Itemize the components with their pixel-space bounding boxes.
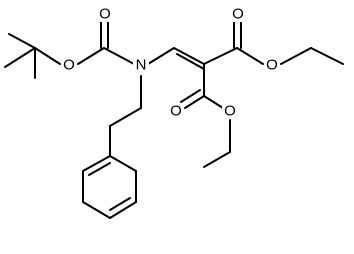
boc-carbamate-group (77, 21, 135, 65)
o-carbonyl-boc-background (97, 6, 113, 22)
o-ether-top-ester-background (264, 57, 280, 73)
bond-ethyl-c1-c2 (109, 107, 142, 127)
bottom-ester-group (180, 63, 231, 168)
o-carbonyl-top-ester-label: O (232, 6, 244, 23)
o-carbonyl-bottom-ester-background (168, 103, 184, 119)
ring-bond-4 (82, 201, 111, 219)
bond-carbonyl-c-to-n (103, 47, 135, 65)
bond-o-to-carbonyl-c (77, 47, 105, 65)
bond-top-ethyl (310, 47, 344, 65)
bond-top-o-to-ethyl (280, 47, 312, 65)
bond-bottom-carbonyl-to-o (203, 95, 224, 109)
bond-bottom-carbonyl-o-double-1 (184, 95, 205, 109)
o-carbonyl-top-ester-background (230, 6, 246, 22)
o-ether-bottom-ester-label: O (224, 103, 236, 120)
ring-bond-6-inner (88, 162, 111, 176)
atom-labels: O O N O O O O (61, 6, 280, 120)
bond-vinyl-c-c-double-1 (173, 47, 205, 65)
o-carbonyl-bottom-ester-label: O (170, 103, 182, 120)
ring-bond-1 (109, 155, 137, 172)
ring-bond-3 (109, 201, 137, 219)
bond-bottom-carbonyl-o-double-2 (180, 89, 201, 103)
bond-tbu-methyl-top (8, 33, 36, 49)
o-carbonyl-boc-label: O (99, 6, 111, 23)
n-amine-background (133, 57, 149, 74)
ring-bond-6 (82, 155, 111, 172)
cyclohexadiene-ring (82, 155, 137, 219)
bond-top-carbonyl-to-o (236, 47, 264, 65)
o-ether-top-ester-label: O (266, 57, 278, 74)
bond-tbu-methyl-left (4, 47, 36, 68)
bond-bottom-ethyl (203, 151, 231, 168)
bond-tbu-to-o (34, 47, 61, 65)
o-ether-bottom-ester-background (222, 103, 238, 119)
o-ether-boc-background (61, 57, 77, 73)
ring-bond-3-inner (109, 197, 131, 211)
amine-substituents (109, 47, 175, 157)
bond-n-to-vinyl-c (147, 47, 175, 65)
alkene-group (173, 47, 205, 70)
n-amine-label: N (136, 57, 147, 74)
bond-c-to-top-carbonyl (203, 47, 238, 65)
o-ether-boc-label: O (63, 57, 75, 74)
bond-vinyl-c-c-double-2 (176, 53, 205, 70)
top-ester-group (203, 21, 344, 65)
tert-butyl-group (4, 33, 61, 79)
